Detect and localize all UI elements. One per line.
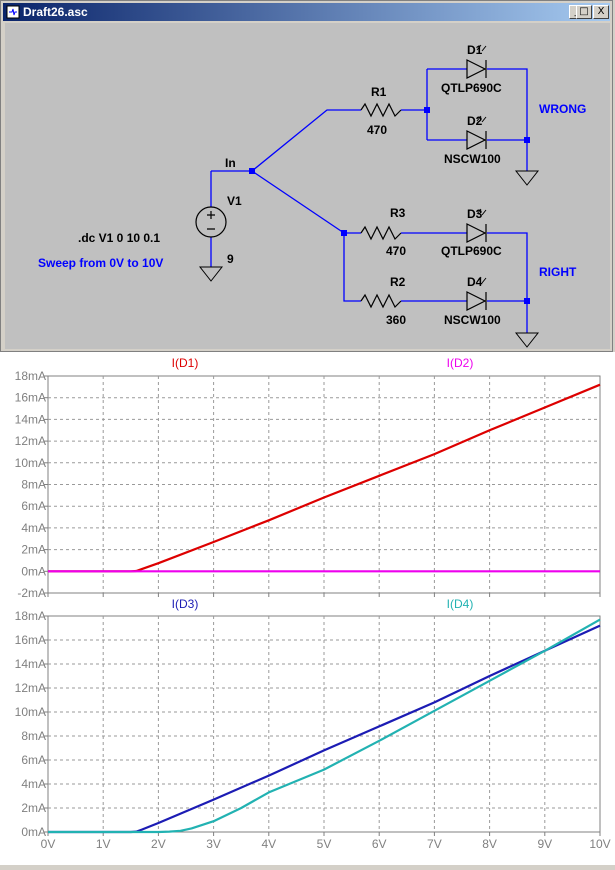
- x-tick-label: 5V: [317, 837, 332, 851]
- r2-value: 360: [386, 313, 406, 327]
- window-title: Draft26.asc: [23, 5, 88, 19]
- schematic-icon: [6, 5, 20, 19]
- source-name: V1: [227, 194, 242, 208]
- schematic-canvas[interactable]: In V1 9 .dc V1 0 10 0.1 R1 470 R3 470 R2…: [5, 23, 610, 349]
- ground-symbols: [198, 170, 540, 348]
- y-tick-label: 12mA: [15, 434, 46, 448]
- d1-model: QTLP690C: [441, 81, 502, 95]
- d2-name: D2: [467, 114, 483, 128]
- legend-label: I(D3): [172, 597, 199, 611]
- x-tick-label: 6V: [372, 837, 387, 851]
- y-tick-label: 0mA: [21, 564, 46, 578]
- y-tick-label: 6mA: [21, 499, 46, 513]
- y-tick-label: 2mA: [21, 801, 46, 815]
- voltage-source: [195, 206, 227, 238]
- y-tick-label: 16mA: [15, 633, 46, 647]
- d4-name: D4: [467, 275, 483, 289]
- y-tick-label: 10mA: [15, 456, 46, 470]
- source-value: 9: [227, 252, 234, 266]
- y-tick-label: -2mA: [17, 586, 46, 600]
- r1-value: 470: [367, 123, 387, 137]
- y-tick-label: 14mA: [15, 657, 46, 671]
- led-diodes: [466, 44, 487, 311]
- wires: [210, 68, 528, 333]
- x-tick-label: 7V: [427, 837, 442, 851]
- r3-name: R3: [390, 206, 406, 220]
- close-button[interactable]: X: [593, 5, 609, 19]
- d3-model: QTLP690C: [441, 244, 502, 258]
- y-tick-label: 18mA: [15, 369, 46, 383]
- wrong-label: WRONG: [539, 102, 586, 116]
- y-tick-label: 10mA: [15, 705, 46, 719]
- y-tick-label: 4mA: [21, 777, 46, 791]
- r2-name: R2: [390, 275, 406, 289]
- schematic-drawing: In V1 9 .dc V1 0 10 0.1 R1 470 R3 470 R2…: [38, 43, 586, 348]
- d4-model: NSCW100: [444, 313, 501, 327]
- right-label: RIGHT: [539, 265, 577, 279]
- waveform-plot[interactable]: -2mA 0mA 2mA 4mA 6mA 8mA 10mA 12mA 14mA 16mA 18mA I…: [0, 352, 615, 865]
- resistors: [360, 102, 402, 309]
- legend-label: I(D1): [172, 356, 199, 370]
- series-line-id4: [48, 618, 601, 834]
- net-label-in: In: [225, 156, 236, 170]
- x-tick-label: 4V: [261, 837, 276, 851]
- y-tick-label: 2mA: [21, 543, 46, 557]
- y-tick-label: 0mA: [21, 825, 46, 839]
- junctions: [249, 107, 530, 304]
- y-tick-label: 8mA: [21, 478, 46, 492]
- x-tick-label: 3V: [206, 837, 221, 851]
- x-tick-label: 10V: [589, 837, 610, 851]
- y-tick-label: 14mA: [15, 412, 46, 426]
- legend-label: I(D4): [447, 597, 474, 611]
- sweep-comment: Sweep from 0V to 10V: [38, 256, 163, 270]
- waveform-viewer[interactable]: -2mA 0mA 2mA 4mA 6mA 8mA 10mA 12mA 14mA 16mA 18mA I…: [0, 352, 615, 865]
- y-tick-label: 12mA: [15, 681, 46, 695]
- y-tick-label: 6mA: [21, 753, 46, 767]
- schematic-window: Draft26.asc _ □ X: [0, 0, 613, 352]
- d3-name: D3: [467, 207, 483, 221]
- y-tick-label: 4mA: [21, 521, 46, 535]
- d2-model: NSCW100: [444, 152, 501, 166]
- x-tick-label: 1V: [96, 837, 111, 851]
- maximize-button[interactable]: □: [576, 5, 592, 19]
- x-tick-label: 8V: [482, 837, 497, 851]
- x-tick-label: 9V: [537, 837, 552, 851]
- y-tick-label: 8mA: [21, 729, 46, 743]
- y-tick-label: 16mA: [15, 391, 46, 405]
- x-tick-label: 0V: [41, 837, 56, 851]
- y-tick-label: 18mA: [15, 609, 46, 623]
- dc-directive: .dc V1 0 10 0.1: [78, 231, 160, 245]
- title-bar[interactable]: Draft26.asc _ □ X: [3, 3, 610, 21]
- r3-value: 470: [386, 244, 406, 258]
- x-tick-label: 2V: [151, 837, 166, 851]
- d1-name: D1: [467, 43, 483, 57]
- legend-label: I(D2): [447, 356, 474, 370]
- r1-name: R1: [371, 85, 387, 99]
